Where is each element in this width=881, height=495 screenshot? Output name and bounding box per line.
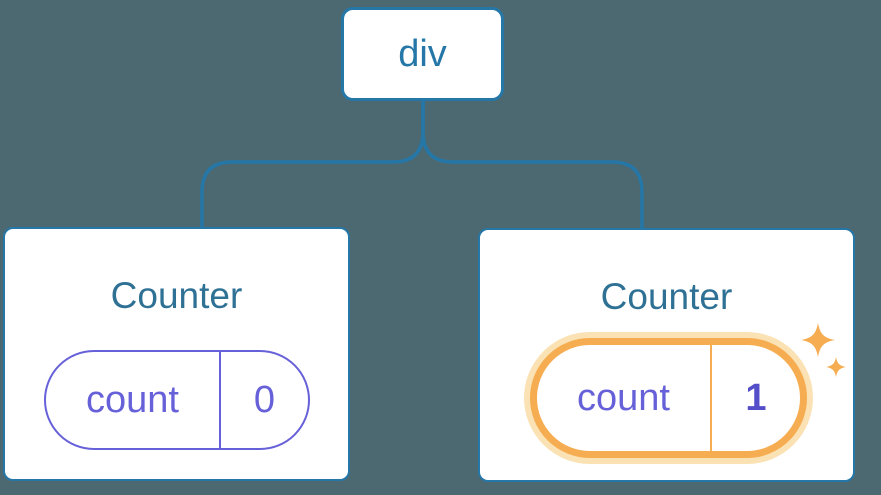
root-node-div: div: [341, 7, 504, 101]
state-pill-highlighted: count 1: [530, 338, 807, 458]
root-node-label: div: [398, 32, 447, 75]
counter-card-right: Counter count 1: [478, 228, 855, 482]
state-key: count: [537, 345, 712, 451]
component-title: Counter: [600, 276, 733, 317]
sparkle-large: [801, 323, 835, 357]
component-title: Counter: [110, 275, 243, 316]
state-value: 0: [253, 378, 276, 421]
connector-left-branch: [200, 101, 425, 227]
sparkles-icon: [801, 323, 846, 377]
sparkle-small: [826, 357, 846, 377]
state-key: count: [46, 352, 221, 448]
connector-right-branch: [421, 101, 644, 228]
state-value: 1: [745, 376, 767, 419]
counter-card-left: Counter count 0: [3, 227, 350, 481]
state-pill: count 0: [44, 350, 310, 450]
